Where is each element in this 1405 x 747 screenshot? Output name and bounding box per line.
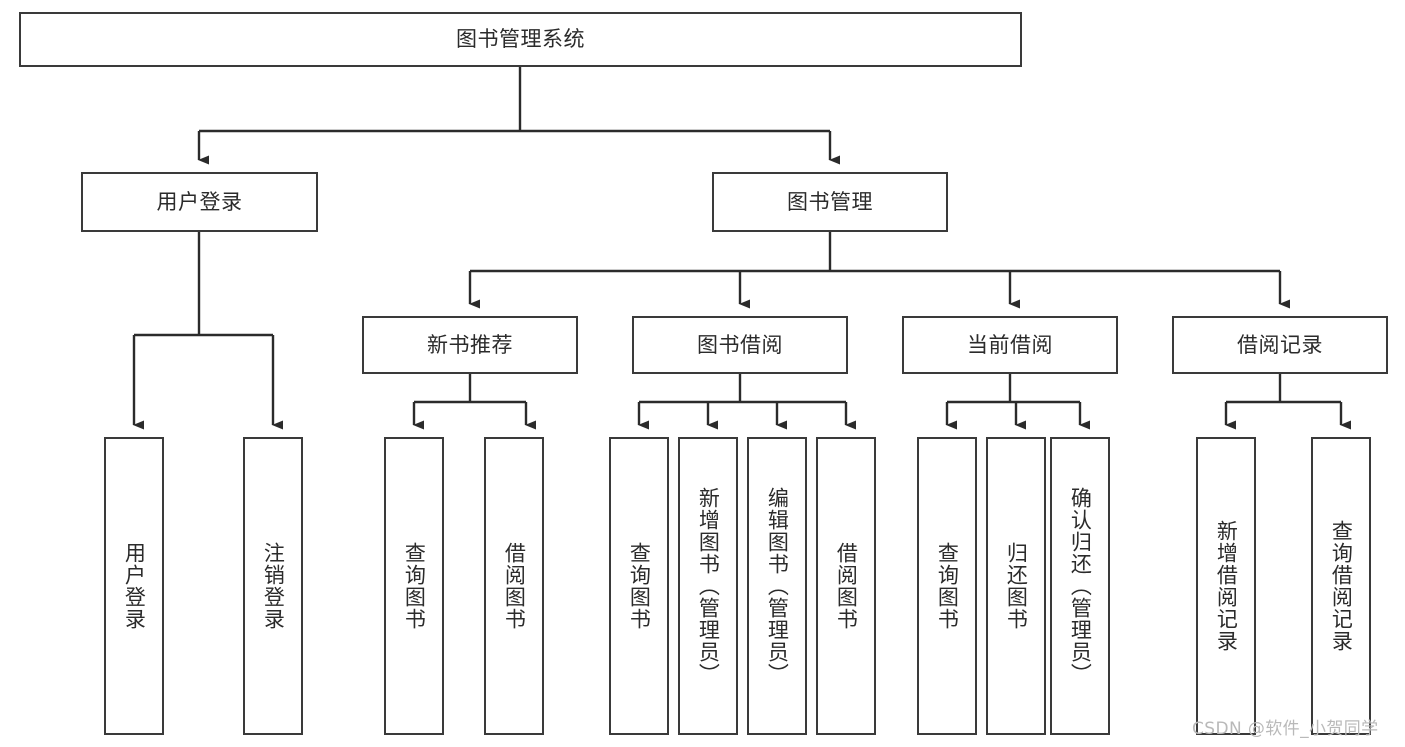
node-leaf-query-book-borrow-label: 查询图书 bbox=[627, 542, 652, 630]
node-leaf-query-borrow-record-label: 查询借阅记录 bbox=[1329, 520, 1354, 652]
node-leaf-edit-book-admin[interactable]: 编辑图书（管理员） bbox=[747, 437, 807, 735]
node-leaf-edit-book-admin-label: 编辑图书（管理员） bbox=[765, 487, 790, 685]
node-new-book-recommend[interactable]: 新书推荐 bbox=[362, 316, 578, 374]
node-leaf-borrow-book[interactable]: 借阅图书 bbox=[816, 437, 876, 735]
node-leaf-add-borrow-record-label: 新增借阅记录 bbox=[1214, 520, 1239, 652]
node-leaf-user-login[interactable]: 用户登录 bbox=[104, 437, 164, 735]
node-root-label: 图书管理系统 bbox=[456, 27, 585, 52]
node-leaf-borrow-book-label: 借阅图书 bbox=[834, 542, 859, 630]
node-leaf-logout-label: 注销登录 bbox=[261, 542, 286, 630]
node-leaf-borrow-book-recommend[interactable]: 借阅图书 bbox=[484, 437, 544, 735]
node-book-borrow[interactable]: 图书借阅 bbox=[632, 316, 848, 374]
node-leaf-return-book-label: 归还图书 bbox=[1004, 542, 1029, 630]
node-leaf-query-borrow-record[interactable]: 查询借阅记录 bbox=[1311, 437, 1371, 735]
node-current-borrow-label: 当前借阅 bbox=[967, 332, 1053, 357]
node-current-borrow[interactable]: 当前借阅 bbox=[902, 316, 1118, 374]
node-leaf-query-book-recommend-label: 查询图书 bbox=[402, 542, 427, 630]
node-leaf-query-book-current-label: 查询图书 bbox=[935, 542, 960, 630]
csdn-watermark: CSDN @软件_小贺同学 bbox=[1192, 719, 1379, 739]
node-leaf-confirm-return-admin[interactable]: 确认归还（管理员） bbox=[1050, 437, 1110, 735]
node-leaf-query-book-borrow[interactable]: 查询图书 bbox=[609, 437, 669, 735]
node-root[interactable]: 图书管理系统 bbox=[19, 12, 1022, 67]
node-new-book-recommend-label: 新书推荐 bbox=[427, 332, 513, 357]
node-user-login-label: 用户登录 bbox=[156, 189, 243, 214]
node-leaf-confirm-return-admin-label: 确认归还（管理员） bbox=[1068, 487, 1093, 685]
node-leaf-logout[interactable]: 注销登录 bbox=[243, 437, 303, 735]
node-borrow-record-label: 借阅记录 bbox=[1237, 332, 1323, 357]
node-leaf-borrow-book-recommend-label: 借阅图书 bbox=[502, 542, 527, 630]
node-leaf-add-book-admin-label: 新增图书（管理员） bbox=[696, 487, 721, 685]
node-leaf-return-book[interactable]: 归还图书 bbox=[986, 437, 1046, 735]
node-book-management[interactable]: 图书管理 bbox=[712, 172, 948, 232]
node-book-management-label: 图书管理 bbox=[787, 189, 873, 214]
node-borrow-record[interactable]: 借阅记录 bbox=[1172, 316, 1388, 374]
node-leaf-query-book-recommend[interactable]: 查询图书 bbox=[384, 437, 444, 735]
node-book-borrow-label: 图书借阅 bbox=[697, 332, 783, 357]
node-leaf-user-login-label: 用户登录 bbox=[122, 542, 147, 630]
node-leaf-add-book-admin[interactable]: 新增图书（管理员） bbox=[678, 437, 738, 735]
node-leaf-add-borrow-record[interactable]: 新增借阅记录 bbox=[1196, 437, 1256, 735]
node-user-login[interactable]: 用户登录 bbox=[81, 172, 318, 232]
node-leaf-query-book-current[interactable]: 查询图书 bbox=[917, 437, 977, 735]
